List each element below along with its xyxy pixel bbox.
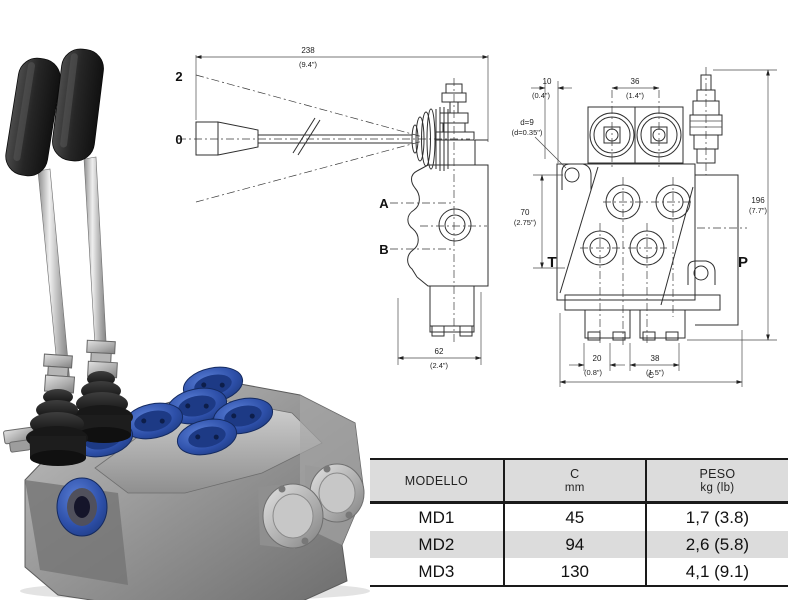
dim-d9-mm: d=9 bbox=[520, 118, 534, 127]
dim-238-mm: 238 bbox=[301, 46, 315, 55]
dim-lever-length: 238 (9.4") bbox=[195, 46, 489, 142]
valve-body-front bbox=[556, 163, 747, 345]
cell-c: 130 bbox=[502, 558, 646, 587]
lever-position-2: 2 bbox=[175, 69, 182, 84]
side-port-plug bbox=[56, 477, 108, 537]
product-photo bbox=[3, 48, 370, 600]
col-header-modello: MODELLO bbox=[370, 458, 504, 504]
cell-model: MD3 bbox=[370, 558, 504, 587]
col-header-c-label: C bbox=[570, 467, 580, 481]
relief-valve-stack bbox=[689, 67, 723, 175]
port-label-b: B bbox=[379, 242, 388, 257]
dim-10: 10 (0.4") bbox=[531, 77, 572, 163]
lever-position-0: 0 bbox=[175, 132, 182, 147]
dim-70-mm: 70 bbox=[521, 208, 530, 217]
end-caps bbox=[258, 463, 365, 549]
dim-38-in: (1.5") bbox=[646, 368, 665, 377]
table-row-md2: MD2 94 2,6 (5.8) bbox=[370, 531, 788, 558]
col-header-peso-label: PESO bbox=[699, 467, 736, 481]
col-header-c-unit: mm bbox=[564, 482, 585, 494]
col-header-modello-label: MODELLO bbox=[404, 473, 468, 488]
port-label-p: P bbox=[738, 254, 748, 271]
table-row-md1: MD1 45 1,7 (3.8) bbox=[370, 502, 788, 531]
stroke-ray-up bbox=[195, 74, 424, 138]
table-row-md3: MD3 130 4,1 (9.1) bbox=[370, 558, 788, 587]
dim-70-in: (2.75") bbox=[514, 218, 537, 227]
dim-20-mm: 20 bbox=[593, 354, 602, 363]
rubber-boots bbox=[26, 371, 133, 466]
spec-table: MODELLO C mm PESO kg (lb) MD1 45 1, bbox=[370, 458, 788, 587]
col-header-peso: PESO kg (lb) bbox=[644, 458, 788, 504]
dim-20-in: (0.8") bbox=[584, 368, 603, 377]
dim-20: 20 (0.8") bbox=[569, 343, 625, 377]
cell-c: 45 bbox=[502, 502, 646, 531]
dim-196-mm: 196 bbox=[751, 196, 765, 205]
stroke-ray-down bbox=[195, 140, 424, 203]
dim-d9-in: (d=0.35") bbox=[512, 128, 543, 137]
cell-model: MD1 bbox=[418, 507, 455, 527]
cell-c: 94 bbox=[502, 531, 646, 558]
dim-62-mm: 62 bbox=[435, 347, 444, 356]
dim-10-in: (0.4") bbox=[532, 91, 551, 100]
port-label-t: T bbox=[547, 254, 556, 271]
dim-36-mm: 36 bbox=[631, 77, 640, 86]
col-header-c: C mm bbox=[502, 458, 646, 504]
front-view-drawing: T P 10 (0.4") 36 (1.4") d=9 (d=0.35") bbox=[512, 67, 777, 387]
col-header-peso-unit: kg (lb) bbox=[700, 482, 735, 494]
spool-boot bbox=[411, 107, 449, 171]
lever-grips bbox=[5, 48, 104, 177]
dim-196: 196 (7.7") bbox=[687, 69, 777, 341]
lever-outline bbox=[195, 117, 412, 156]
dim-10-mm: 10 bbox=[543, 77, 552, 86]
cell-peso: 2,6 (5.8) bbox=[644, 531, 788, 558]
dim-70: 70 (2.75") bbox=[514, 174, 565, 269]
dim-196-in: (7.7") bbox=[749, 206, 768, 215]
top-caps-block bbox=[587, 90, 684, 170]
dim-36-in: (1.4") bbox=[626, 91, 645, 100]
valve-body-side bbox=[407, 78, 489, 345]
dim-c: C bbox=[559, 313, 743, 387]
dim-238-in: (9.4") bbox=[299, 60, 318, 69]
dim-38: 38 (1.5") bbox=[629, 343, 680, 377]
cell-peso: 4,1 (9.1) bbox=[644, 558, 788, 587]
lever-shafts bbox=[37, 156, 109, 397]
dim-c-label: C bbox=[648, 371, 654, 380]
tie-rod-stack bbox=[435, 83, 475, 141]
dim-hole-d9: d=9 (d=0.35") bbox=[512, 118, 567, 169]
table-header-row: MODELLO C mm PESO kg (lb) bbox=[370, 458, 788, 504]
dim-38-mm: 38 bbox=[651, 354, 660, 363]
dim-62-in: (2.4") bbox=[430, 361, 449, 370]
port-label-a: A bbox=[379, 196, 389, 211]
model-spec-table: MODELLO C mm PESO kg (lb) MD1 45 1, bbox=[370, 458, 788, 587]
cell-peso: 1,7 (3.8) bbox=[644, 502, 788, 531]
cell-model: MD2 bbox=[418, 534, 455, 554]
dim-body-width: 62 (2.4") bbox=[397, 292, 482, 370]
side-view-drawing: 238 (9.4") 2 0 bbox=[175, 46, 489, 370]
dim-36: 36 (1.4") bbox=[611, 77, 660, 100]
